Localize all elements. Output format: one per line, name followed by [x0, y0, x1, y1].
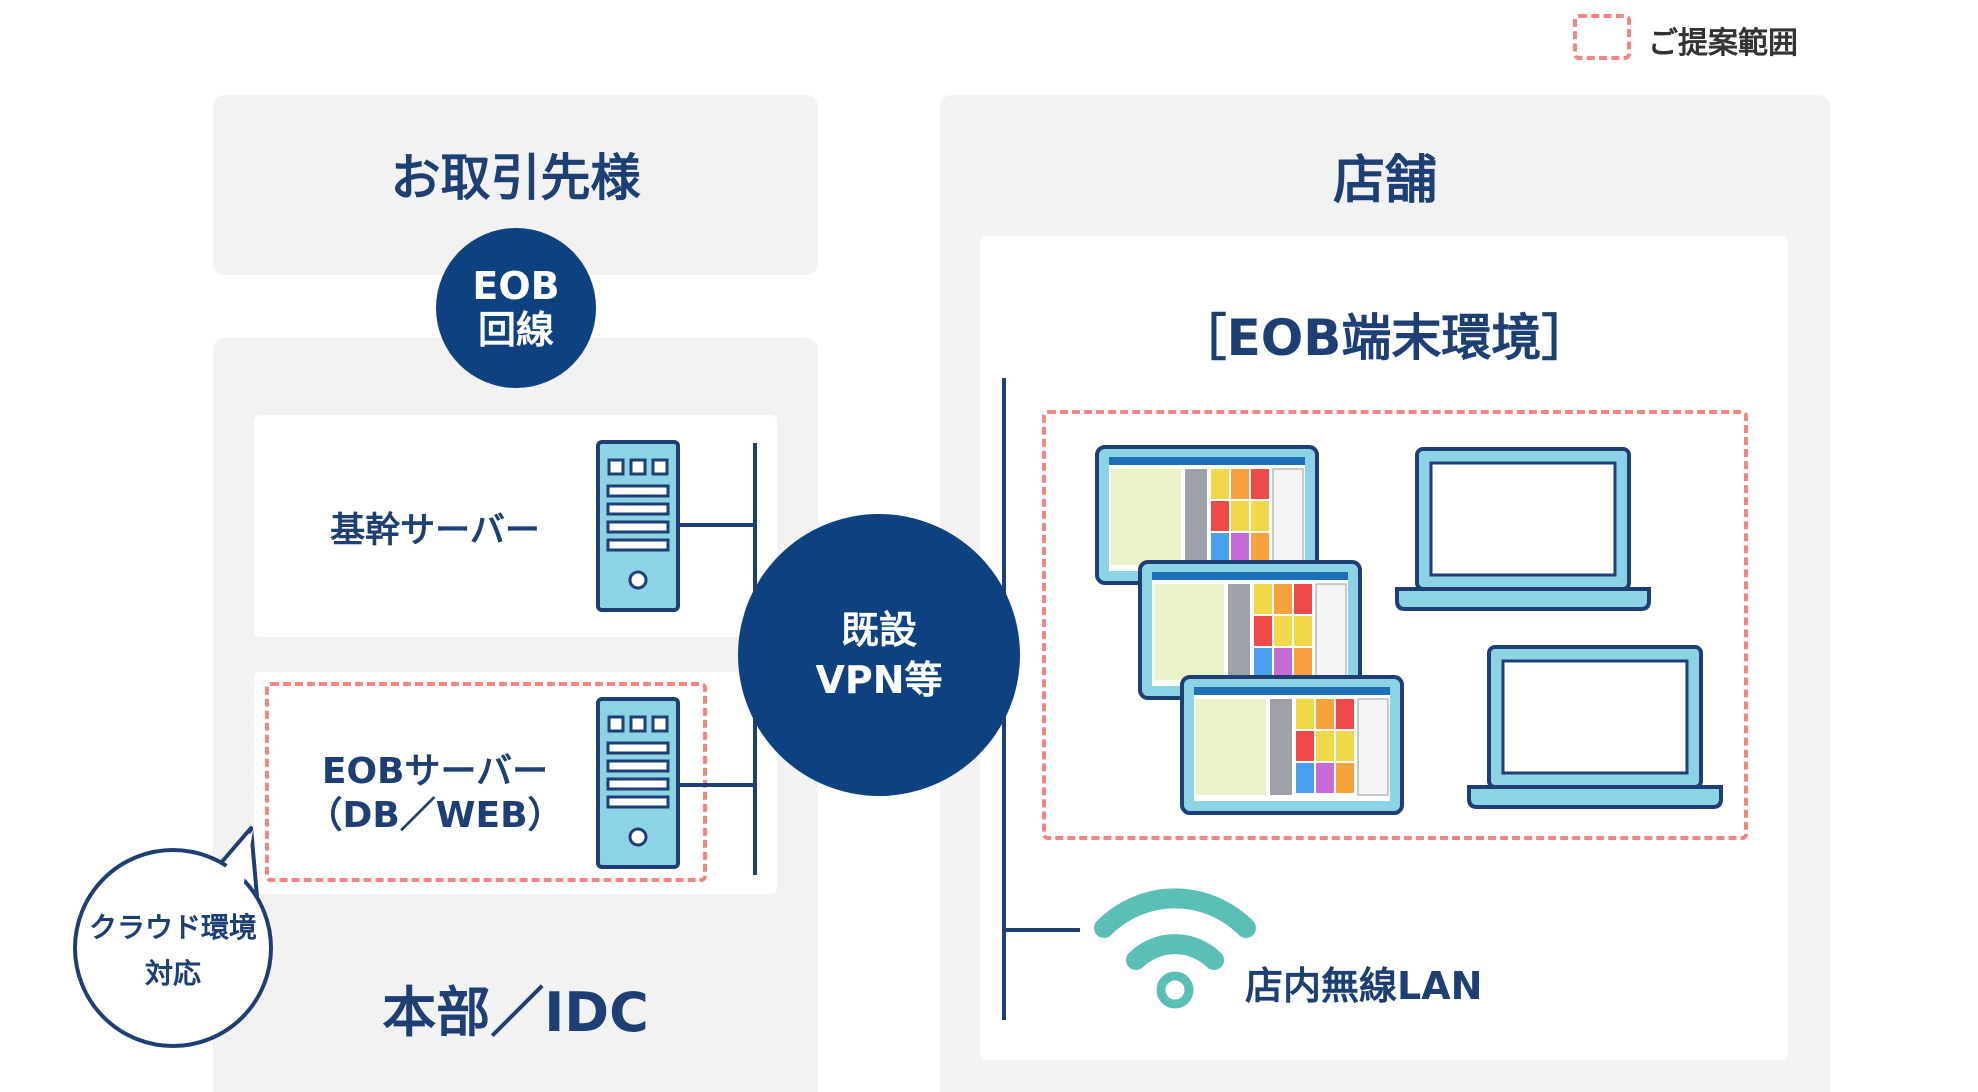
tablet-icon-1: [1095, 445, 1319, 585]
eob-line-label-1: EOB: [472, 264, 560, 308]
core-server-icon: [596, 440, 680, 612]
wifi-connector: [1004, 928, 1080, 932]
eob-line-circle: EOB 回線: [436, 228, 596, 388]
legend-swatch: [1573, 14, 1631, 60]
tablet-icon-3: [1180, 675, 1404, 815]
store-title: 店舗: [1332, 151, 1437, 211]
tablet-icon-2: [1138, 560, 1362, 700]
eob-env-title: ［EOB端末環境］: [1176, 309, 1592, 367]
eob-server-label-2: （DB／WEB）: [306, 795, 564, 836]
client-title: お取引先様: [390, 149, 641, 207]
cloud-bubble-label-2: 対応: [144, 957, 201, 990]
wifi-icon: [1094, 888, 1256, 1009]
legend-label: ご提案範囲: [1648, 26, 1798, 61]
eob-server-proposal-scope: [265, 682, 707, 882]
cloud-bubble-label-1: クラウド環境: [88, 911, 257, 944]
eob-server-icon: [596, 697, 680, 869]
terminal-proposal-scope: [1042, 410, 1748, 840]
eob-server-connector: [680, 783, 756, 787]
laptop-icon-1: [1395, 447, 1651, 611]
cloud-bubble: [73, 826, 273, 1048]
laptop-icon-2: [1467, 645, 1723, 809]
core-server-label: 基幹サーバー: [330, 511, 540, 551]
vpn-label-1: 既設: [840, 608, 917, 652]
vpn-circle: 既設 VPN等: [738, 514, 1020, 796]
vpn-label-2: VPN等: [815, 658, 943, 702]
eob-server-label-1: EOBサーバー: [321, 751, 549, 792]
eob-line-label-2: 回線: [477, 308, 554, 352]
core-server-connector: [680, 523, 756, 527]
hq-title: 本部／IDC: [382, 981, 649, 1044]
wifi-label: 店内無線LAN: [1245, 964, 1483, 1008]
